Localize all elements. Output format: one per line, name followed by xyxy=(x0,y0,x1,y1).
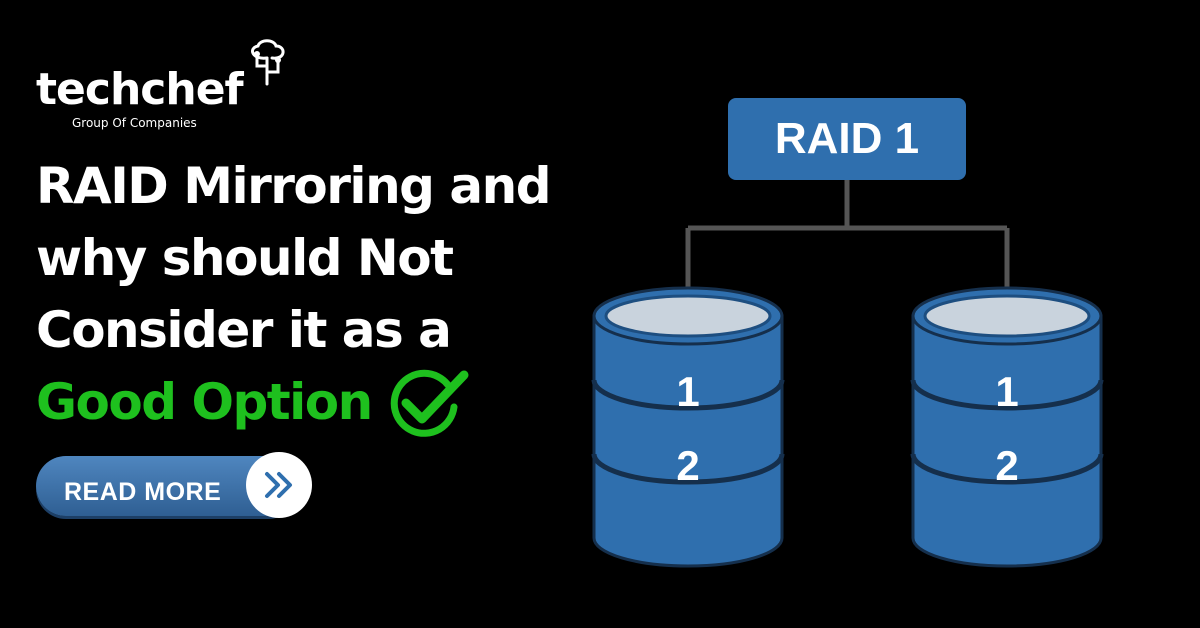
headline-line-2: why should Not xyxy=(36,229,454,287)
techchef-logo: techchef Group Of Companies xyxy=(36,38,296,133)
connector-lines xyxy=(685,180,1010,298)
disk-right-segment-1: 1 xyxy=(995,368,1019,415)
read-more-button[interactable]: READ MORE xyxy=(36,452,312,520)
double-chevron-right-icon[interactable] xyxy=(246,452,312,518)
read-more-label: READ MORE xyxy=(64,478,222,506)
headline-line-4: Good Option xyxy=(36,366,596,438)
raid-diagram: RAID 1 1 2 1 2 xyxy=(570,90,1130,590)
disk-right xyxy=(910,286,1104,568)
logo-wordmark: techchef xyxy=(36,64,244,115)
disk-left-segment-1: 1 xyxy=(676,368,700,415)
chip-tree-icon xyxy=(251,39,285,86)
disk-left xyxy=(591,286,785,568)
headline-line-3: Consider it as a xyxy=(36,301,452,359)
logo-tagline: Group Of Companies xyxy=(72,116,197,130)
disk-right-segment-2: 2 xyxy=(995,442,1019,489)
check-circle-icon xyxy=(390,369,469,437)
headline-line-1: RAID Mirroring and xyxy=(36,157,552,215)
raid-diagram-graphics xyxy=(591,180,1104,568)
disk-left-segment-2: 2 xyxy=(676,442,700,489)
headline-highlight: Good Option xyxy=(36,373,373,431)
raid-level-box: RAID 1 xyxy=(728,98,966,180)
headline: RAID Mirroring and why should Not Consid… xyxy=(36,150,596,438)
